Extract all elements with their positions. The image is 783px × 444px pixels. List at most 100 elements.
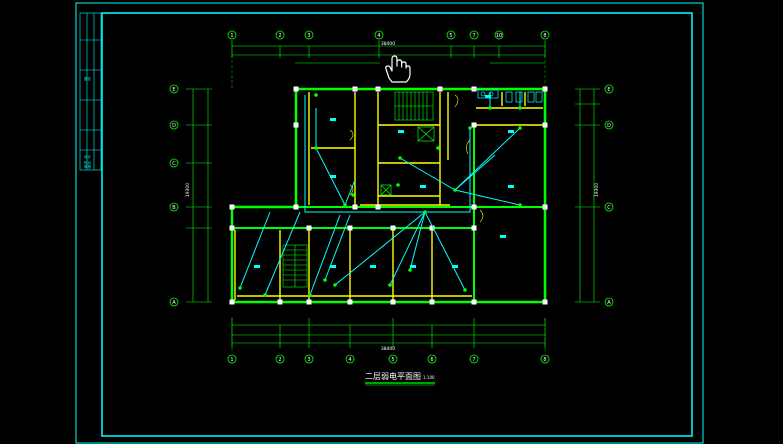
column-19 (390, 225, 396, 231)
room-tag-3 (398, 130, 404, 133)
top-axis-bubble-8: 8 (540, 30, 550, 40)
right-axis-bubble-E: E (604, 84, 614, 94)
bottom-axis-bubble-1: 1 (227, 354, 237, 364)
elevator-shafts (380, 126, 435, 196)
room-tag-1 (330, 118, 336, 121)
room-tag-11 (410, 265, 416, 268)
stair-lower (282, 244, 308, 288)
bottom-axis-bubble-3-label: 3 (307, 357, 310, 363)
column-8 (471, 122, 477, 128)
column-6 (542, 86, 548, 92)
left-axis-bubble-D-label: D (172, 123, 176, 129)
door-swings (349, 94, 484, 223)
outlet-12 (308, 293, 312, 297)
column-3 (375, 86, 381, 92)
bottom-dimensions (231, 318, 546, 348)
column-24 (306, 299, 312, 305)
title-block (79, 12, 102, 171)
room-tag-10 (370, 265, 376, 268)
outlet-21 (396, 183, 400, 187)
column-2 (352, 86, 358, 92)
bottom-axis-bubble-5: 5 (388, 354, 398, 364)
interior-walls (232, 125, 545, 302)
right-dimensions (575, 88, 600, 303)
outlet-15 (388, 283, 392, 287)
room-tag-5 (508, 130, 514, 133)
outlet-symbols (238, 93, 522, 297)
top-axis-bubble-4-label: 4 (377, 33, 380, 39)
left-axis-bubble-A-label: A (172, 300, 176, 306)
column-15 (542, 204, 548, 210)
outlet-16 (408, 268, 412, 272)
left-axis-bubble-D: D (169, 120, 179, 130)
column-22 (229, 299, 235, 305)
bottom-axis-bubble-8-label: 8 (543, 357, 546, 363)
top-total-dimension: 38400 (381, 41, 395, 47)
right-axis-bubble-C: C (604, 202, 614, 212)
column-7 (293, 122, 299, 128)
top-axis-bubble-2: 2 (275, 30, 285, 40)
title-block-label-4: 审核 (84, 164, 91, 169)
outlet-4 (398, 156, 402, 160)
column-27 (429, 299, 435, 305)
column-12 (352, 204, 358, 210)
left-axis-bubble-C: C (169, 158, 179, 168)
sheet-border (75, 2, 704, 444)
column-1 (293, 86, 299, 92)
room-tag-13 (485, 95, 491, 98)
right-axis-bubble-D: D (604, 120, 614, 130)
left-total-dimension: 19300 (185, 183, 191, 197)
top-axis-bubble-5-label: 5 (449, 33, 452, 39)
partition-walls (234, 92, 543, 300)
axis-extensions (231, 45, 546, 352)
outlet-7 (518, 126, 522, 130)
column-25 (347, 299, 353, 305)
bottom-axis-bubble-6-label: 6 (430, 357, 433, 363)
bottom-total-dimension: 38400 (381, 346, 395, 352)
left-axis-bubble-B: B (169, 202, 179, 212)
hand-cursor-icon (385, 55, 411, 83)
stair-upper (394, 91, 434, 121)
top-axis-bubble-5: 5 (446, 30, 456, 40)
drawing-frame (101, 12, 693, 437)
outlet-13 (323, 278, 327, 282)
title-block-label-3: 校对 (84, 160, 91, 165)
outlet-20 (518, 106, 522, 110)
room-tag-12 (452, 265, 458, 268)
bottom-axis-bubble-7-label: 7 (472, 357, 475, 363)
top-axis-bubble-6: 7 (469, 30, 479, 40)
right-axis-bubble-D-label: D (607, 123, 611, 129)
column-11 (293, 204, 299, 210)
bottom-axis-bubble-7: 7 (469, 354, 479, 364)
outlet-5 (423, 210, 427, 214)
column-18 (347, 225, 353, 231)
left-axis-bubble-B-label: B (172, 205, 176, 211)
left-axis-bubble-A: A (169, 297, 179, 307)
structural-columns (229, 86, 548, 305)
outlet-11 (263, 293, 267, 297)
right-axis-bubble-A: A (604, 297, 614, 307)
column-21 (471, 225, 477, 231)
sheet-title: 二层弱电平面图 (365, 371, 421, 381)
outlet-17 (463, 288, 467, 292)
column-4 (437, 86, 443, 92)
bottom-axis-bubble-4: 4 (345, 354, 355, 364)
room-tag-9 (330, 265, 336, 268)
left-axis-bubble-C-label: C (172, 161, 176, 167)
top-axis-bubble-2-label: 2 (278, 33, 281, 39)
top-axis-bubble-7: 10 (494, 30, 504, 40)
room-tag-4 (420, 185, 426, 188)
left-axis-bubble-E-label: E (172, 87, 175, 93)
column-5 (471, 86, 477, 92)
top-axis-bubble-1: 1 (227, 30, 237, 40)
top-axis-bubble-8-label: 8 (543, 33, 546, 39)
outlet-14 (333, 283, 337, 287)
right-axis-bubble-A-label: A (607, 300, 611, 306)
bottom-axis-bubble-2-label: 2 (278, 357, 281, 363)
weak-current-wiring (239, 92, 521, 296)
column-16 (229, 225, 235, 231)
outlet-9 (453, 188, 457, 192)
